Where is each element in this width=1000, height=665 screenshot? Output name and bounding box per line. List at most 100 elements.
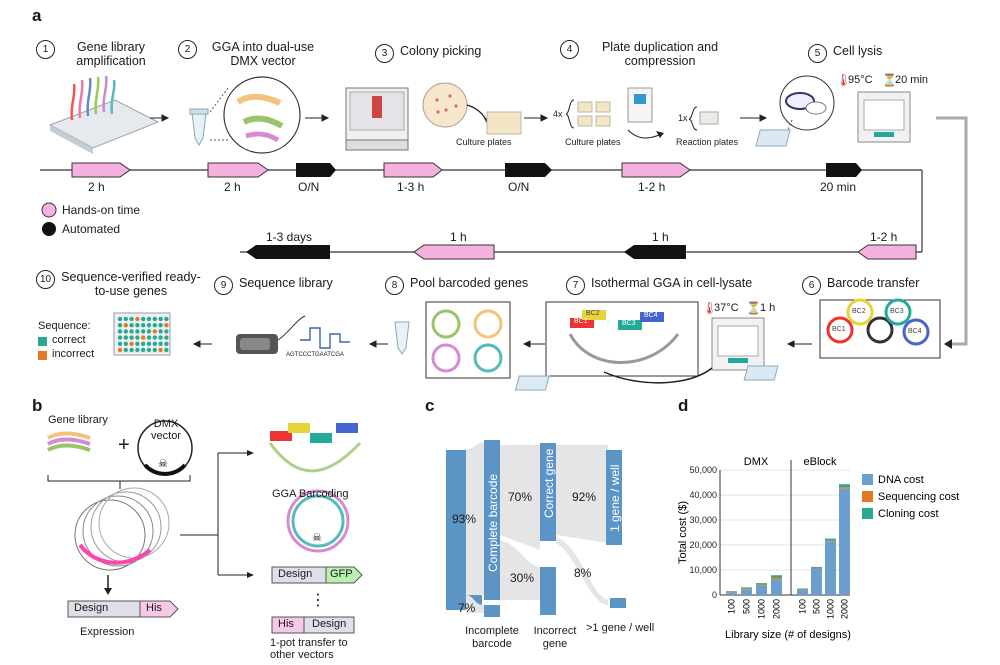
plate-well: [135, 316, 140, 322]
step-2-header: 2 GGA into dual-use DMX vector: [178, 40, 328, 68]
automated-segment: [505, 163, 552, 177]
bar-segment: [726, 591, 737, 592]
label-multi-gene: >1 gene / well: [586, 622, 655, 634]
legend-swatch: [862, 491, 873, 502]
colony-picking-robot-illustration: [345, 87, 409, 151]
timeline-top-label: 20 min: [820, 180, 857, 194]
group-label: DMX: [744, 456, 769, 468]
x-tick-label: 100: [727, 599, 737, 614]
step-label: Pool barcoded genes: [410, 276, 529, 290]
step4-culture: Culture plates: [565, 137, 621, 147]
plate-well: [164, 341, 169, 346]
sankey-node-incomplete-barcode: [484, 605, 500, 617]
plate-well: [129, 323, 134, 328]
legend-label: Cloning cost: [878, 508, 939, 520]
plate-well: [152, 335, 157, 340]
plate-well: [146, 323, 152, 328]
y-tick-label: 40,000: [689, 490, 717, 500]
automated-segment: [296, 163, 336, 177]
plate-well: [117, 323, 123, 328]
plate-well: [129, 316, 134, 322]
sankey-node-incorrect-gene: [540, 567, 556, 615]
plate-well: [141, 329, 146, 334]
thermometer-icon: 🌡: [836, 73, 851, 87]
plate-well: [152, 316, 157, 322]
step4-reaction: Reaction plates: [676, 137, 739, 147]
hands-on-segment: [71, 162, 131, 178]
bc4-reaction-label: BC4: [644, 312, 658, 319]
bc2-label: BC2: [852, 308, 866, 315]
thermometer-icon: 🌡: [702, 301, 717, 315]
bar-segment: [839, 487, 850, 489]
x-tick-label: 2000: [772, 599, 782, 619]
y-axis-label: Total cost ($): [677, 501, 689, 564]
plate-well: [117, 341, 123, 346]
hourglass-icon: ⏳: [882, 73, 897, 87]
seq-legend-incorrect: incorrect: [52, 348, 95, 360]
dmx-vector-label: DMX vector: [151, 418, 181, 442]
his-label-2: His: [278, 618, 294, 630]
automated-legend-dot: [42, 222, 56, 236]
pct-70: 70%: [508, 490, 533, 504]
bc3-label: BC3: [890, 308, 904, 315]
hourglass-icon: ⏳: [746, 301, 761, 315]
sankey-node-multi-gene: [610, 598, 626, 608]
step-10-header: 10 Sequence-verified ready-to-use genes: [36, 270, 206, 298]
step-number: 3: [375, 44, 394, 63]
bar-segment: [771, 575, 782, 578]
expression-label: Expression: [80, 626, 135, 638]
bar-segment: [726, 592, 737, 595]
bar-segment: [825, 538, 836, 541]
step-7-header: 7 Isothermal GGA in cell-lysate: [566, 276, 766, 295]
hands-on-segment: [857, 244, 917, 260]
y-tick-label: 10,000: [689, 565, 717, 575]
bar-segment: [811, 567, 822, 569]
bar-segment: [797, 588, 808, 589]
seq-legend-correct: correct: [52, 334, 86, 346]
sankey-node-complete-barcode: [484, 440, 500, 600]
bar-segment: [825, 540, 836, 542]
step-number: 5: [808, 44, 827, 63]
bar-segment: [797, 589, 808, 595]
timeline-top-label: O/N: [508, 180, 530, 194]
plate-well: [164, 347, 169, 353]
pct-30: 30%: [510, 571, 535, 585]
hands-on-segment: [383, 162, 443, 178]
plate-well: [141, 316, 146, 322]
plate-duplicator: [627, 87, 653, 123]
plate-well: [152, 329, 157, 334]
plate-well: [129, 341, 134, 346]
plate-well: [135, 323, 140, 328]
bc3-reaction-label: BC3: [622, 320, 636, 327]
timeline-bottom-label: 1 h: [450, 230, 467, 244]
bar-segment: [839, 488, 850, 595]
plate-well: [152, 323, 157, 328]
sankey-label-complete-barcode: Complete barcode: [486, 473, 500, 572]
gene-library-label: Gene library: [48, 414, 108, 426]
design-gfp-label: Design: [278, 568, 313, 580]
panel-b-graphics: ☠ ☠: [46, 420, 363, 634]
bc2-reaction-label: BC2: [586, 310, 600, 317]
automated-segment: [624, 245, 686, 259]
step-number: 1: [36, 40, 55, 59]
x-axis-label: Library size (# of designs): [725, 629, 851, 641]
plate-well: [135, 341, 140, 346]
reaction-plate: [699, 111, 719, 125]
plate-well: [158, 316, 163, 322]
gga-reaction-zoom: [223, 76, 301, 154]
step-6-header: 6 Barcode transfer: [802, 276, 952, 295]
step-label: Cell lysis: [833, 44, 883, 58]
bar-segment: [771, 577, 782, 580]
bar-segment: [811, 566, 822, 568]
his-label: His: [146, 602, 162, 614]
label-incorrect-gene: Incorrect gene: [533, 625, 577, 650]
label-incomplete-barcode: Incomplete barcode: [465, 625, 519, 650]
hands-on-segment: [207, 162, 269, 178]
panel-a-graphics: 🌡 ⏳: [38, 73, 968, 391]
plate-well: [158, 347, 163, 353]
timeline-top-label: O/N: [298, 180, 320, 194]
pct-93: 93%: [452, 512, 477, 526]
plate-well: [129, 329, 134, 334]
transfer-label: 1-pot transfer to other vectors: [270, 637, 348, 661]
